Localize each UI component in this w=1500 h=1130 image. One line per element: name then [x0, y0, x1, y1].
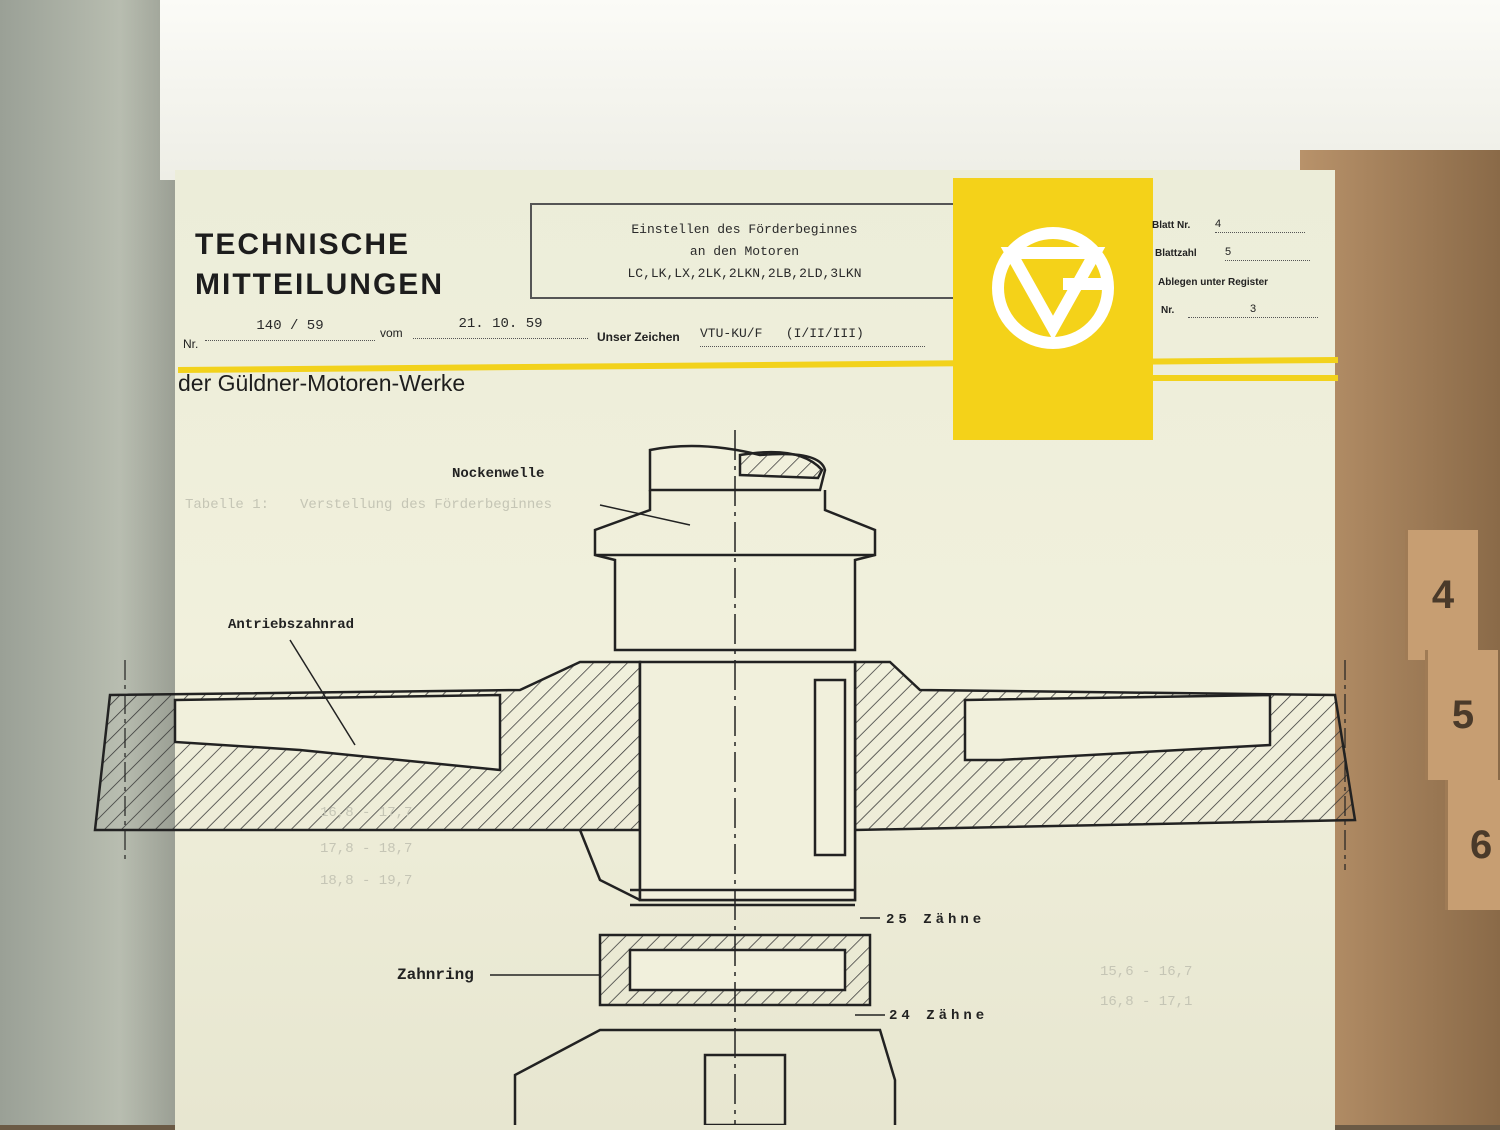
- svg-text:15,6 - 16,7: 15,6 - 16,7: [1100, 964, 1192, 980]
- title-line-2: MITTEILUNGEN: [195, 268, 444, 301]
- blatt-label: Blatt Nr.: [1152, 220, 1191, 231]
- register-tab-6[interactable]: 6: [1445, 780, 1500, 910]
- label-24-zaehne: 24 Zähne: [889, 1008, 989, 1024]
- tab-label: 6: [1470, 822, 1493, 867]
- gear-bore: [638, 660, 857, 902]
- subject-box: Einstellen des Förderbeginnes an den Mot…: [530, 203, 957, 299]
- title-line-1: TECHNISCHE: [195, 228, 411, 261]
- nr-label: Nr.: [183, 337, 199, 351]
- register-tab-5[interactable]: 5: [1425, 650, 1498, 780]
- yellow-rule-right: [970, 375, 1338, 381]
- register-nr-label: Nr.: [1161, 305, 1175, 316]
- svg-text:18,8 - 19,7: 18,8 - 19,7: [320, 873, 412, 889]
- register-tab-4[interactable]: 4: [1405, 530, 1478, 660]
- tab-label: 4: [1431, 572, 1455, 617]
- vom-label: vom: [380, 326, 403, 340]
- register-label: Ablegen unter Register: [1158, 277, 1269, 288]
- svg-text:Tabelle 1:: Tabelle 1:: [185, 497, 269, 513]
- subject-line-3: LC,LK,LX,2LK,2LKN,2LB,2LD,3LKN: [627, 266, 862, 281]
- zeichen-label: Unser Zeichen: [597, 330, 680, 344]
- logo-block: [953, 178, 1153, 440]
- cover-sheet: [160, 0, 1500, 180]
- svg-text:16,8 - 17,7: 16,8 - 17,7: [320, 805, 412, 821]
- subject-line-2: an den Motoren: [689, 244, 800, 259]
- zeichen-value: VTU-KU/F (I/II/III): [700, 326, 925, 347]
- tab-label: 5: [1451, 692, 1475, 737]
- label-nockenwelle: Nockenwelle: [452, 466, 545, 482]
- label-antriebszahnrad: Antriebszahnrad: [228, 617, 355, 633]
- company-subtitle: der Güldner-Motoren-Werke: [178, 370, 466, 396]
- blattzahl-label: Blattzahl: [1155, 248, 1197, 259]
- svg-text:17,8 - 18,7: 17,8 - 18,7: [320, 841, 412, 857]
- gueldner-logo-icon: [992, 227, 1114, 349]
- previous-page: [0, 0, 200, 1125]
- vom-value: 21. 10. 59: [413, 316, 588, 339]
- show-through-text: Tabelle 1: Verstellung des Förderbeginne…: [185, 497, 1192, 1010]
- label-zahnring: Zahnring: [397, 966, 474, 984]
- lower-hub: [513, 1028, 897, 1125]
- blattzahl-value: 5: [1225, 246, 1310, 261]
- svg-text:16,8 - 17,1: 16,8 - 17,1: [1100, 994, 1192, 1010]
- subject-line-1: Einstellen des Förderbeginnes: [631, 222, 858, 237]
- document-title: TECHNISCHE MITTEILUNGEN: [195, 225, 444, 305]
- svg-text:Verstellung des Förderbeginnes: Verstellung des Förderbeginnes: [300, 497, 552, 513]
- blatt-value: 4: [1215, 218, 1305, 233]
- nr-value: 140 / 59: [205, 318, 375, 341]
- label-25-zaehne: 25 Zähne: [886, 912, 986, 928]
- register-nr-value: 3: [1188, 303, 1318, 318]
